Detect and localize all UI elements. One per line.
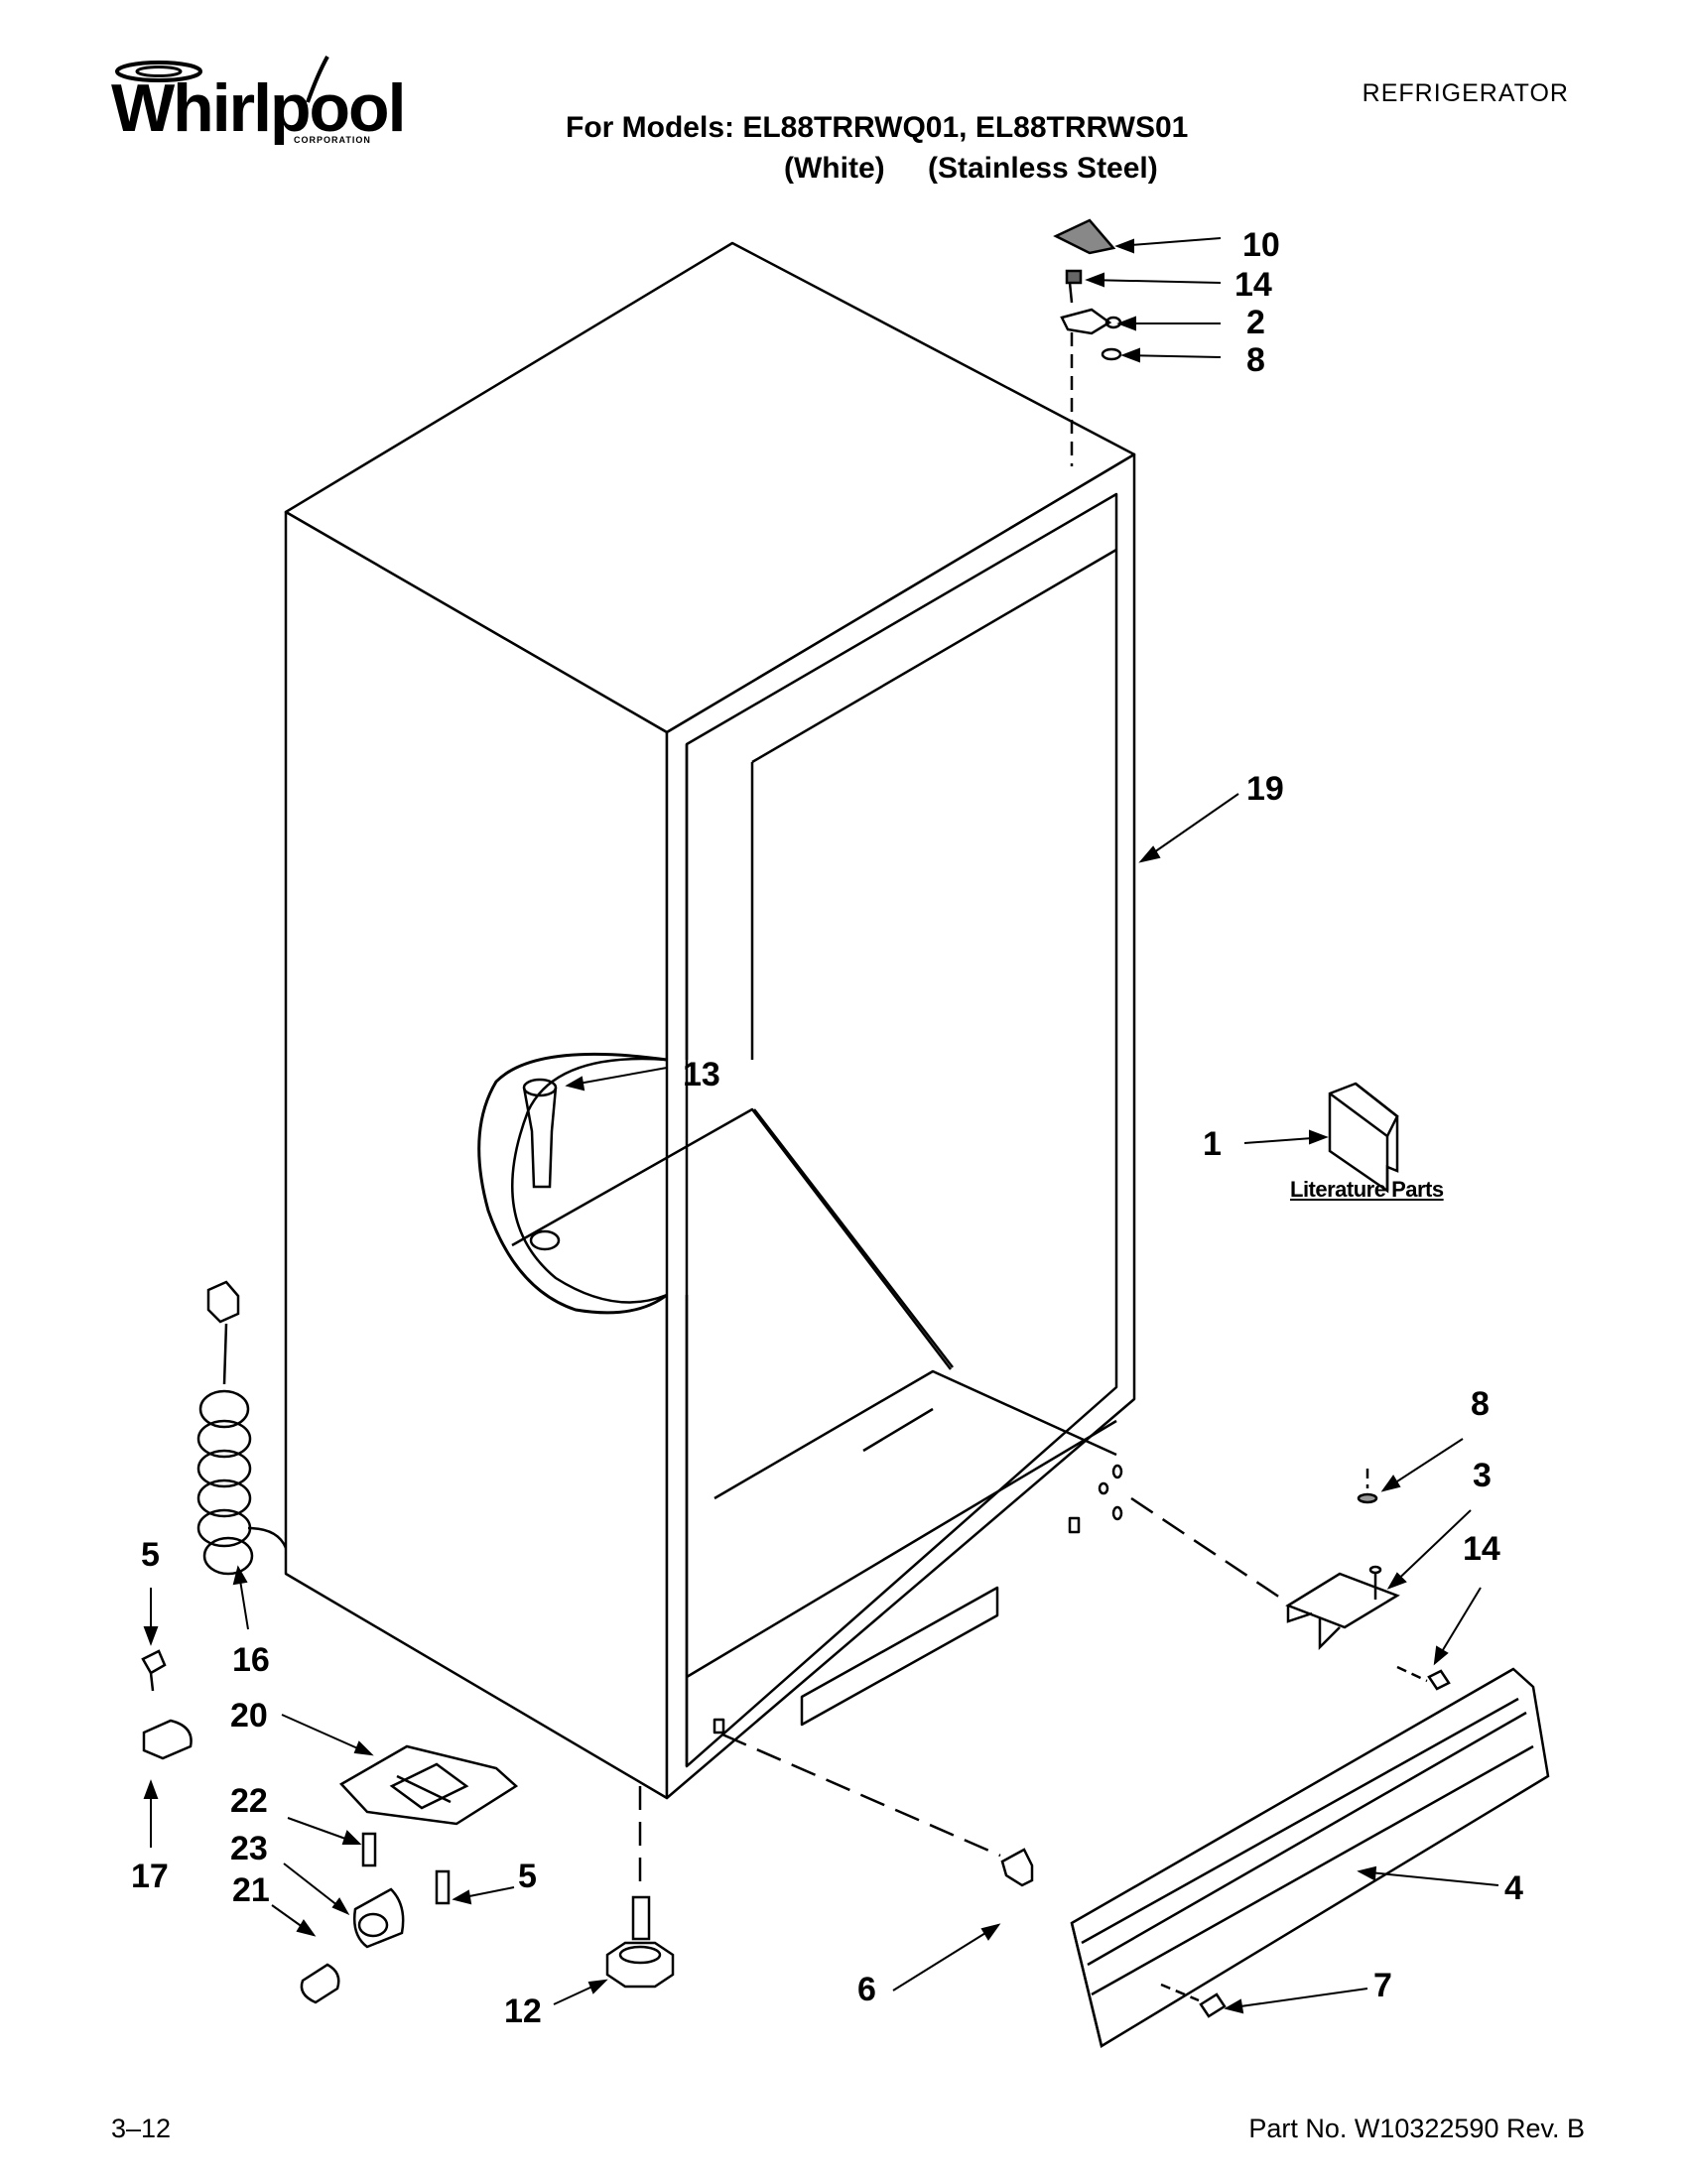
callout-14: 14 bbox=[1234, 266, 1272, 304]
callout-17: 17 bbox=[131, 1858, 169, 1895]
callout-6: 6 bbox=[857, 1971, 876, 2008]
callout-13: 13 bbox=[683, 1056, 720, 1093]
toe-grille bbox=[721, 1667, 1550, 2048]
leveling-leg bbox=[605, 1786, 675, 1989]
brand-name: Whirlpool bbox=[111, 70, 406, 146]
category-label: REFRIGERATOR bbox=[1362, 79, 1569, 107]
callout-5-lower: 5 bbox=[518, 1858, 537, 1895]
callout-12: 12 bbox=[504, 1992, 542, 2030]
leader-arrows bbox=[143, 237, 1499, 2014]
top-hinge-parts bbox=[1053, 218, 1122, 466]
power-cord bbox=[196, 1280, 288, 1576]
callout-8: 8 bbox=[1246, 341, 1265, 379]
callout-8-lower: 8 bbox=[1471, 1385, 1490, 1423]
page-number: 3–12 bbox=[111, 2114, 172, 2143]
callout-23: 23 bbox=[230, 1830, 268, 1867]
literature-parts-label: Literature Parts bbox=[1290, 1177, 1444, 1202]
callout-19: 19 bbox=[1246, 770, 1284, 808]
literature-parts bbox=[1328, 1082, 1399, 1194]
bottom-hinge bbox=[1130, 1469, 1451, 1691]
bottom-small-parts bbox=[141, 1649, 519, 2004]
models-title: For Models: EL88TRRWQ01, EL88TRRWS01 bbox=[566, 111, 1189, 144]
variant-white: (White) bbox=[784, 152, 885, 185]
callout-21: 21 bbox=[232, 1871, 270, 1909]
callout-14-lower: 14 bbox=[1463, 1530, 1500, 1568]
callout-3: 3 bbox=[1473, 1457, 1492, 1494]
callout-22: 22 bbox=[230, 1782, 268, 1820]
logo-swirl-icon bbox=[115, 56, 329, 103]
brand-logo bbox=[104, 55, 382, 154]
callout-4: 4 bbox=[1504, 1869, 1523, 1907]
callout-10: 10 bbox=[1242, 226, 1280, 264]
brand-subtitle: CORPORATION bbox=[294, 135, 371, 145]
callout-20: 20 bbox=[230, 1697, 268, 1734]
callout-1: 1 bbox=[1203, 1125, 1222, 1163]
variant-stainless: (Stainless Steel) bbox=[928, 152, 1158, 185]
callout-16: 16 bbox=[232, 1641, 270, 1679]
callout-7: 7 bbox=[1373, 1967, 1392, 2004]
callout-5: 5 bbox=[141, 1536, 160, 1574]
cabinet-body bbox=[284, 241, 1136, 1800]
part-number: Part No. W10322590 Rev. B bbox=[1248, 2114, 1585, 2143]
drain-tube bbox=[522, 1078, 558, 1189]
callout-2: 2 bbox=[1246, 304, 1265, 341]
